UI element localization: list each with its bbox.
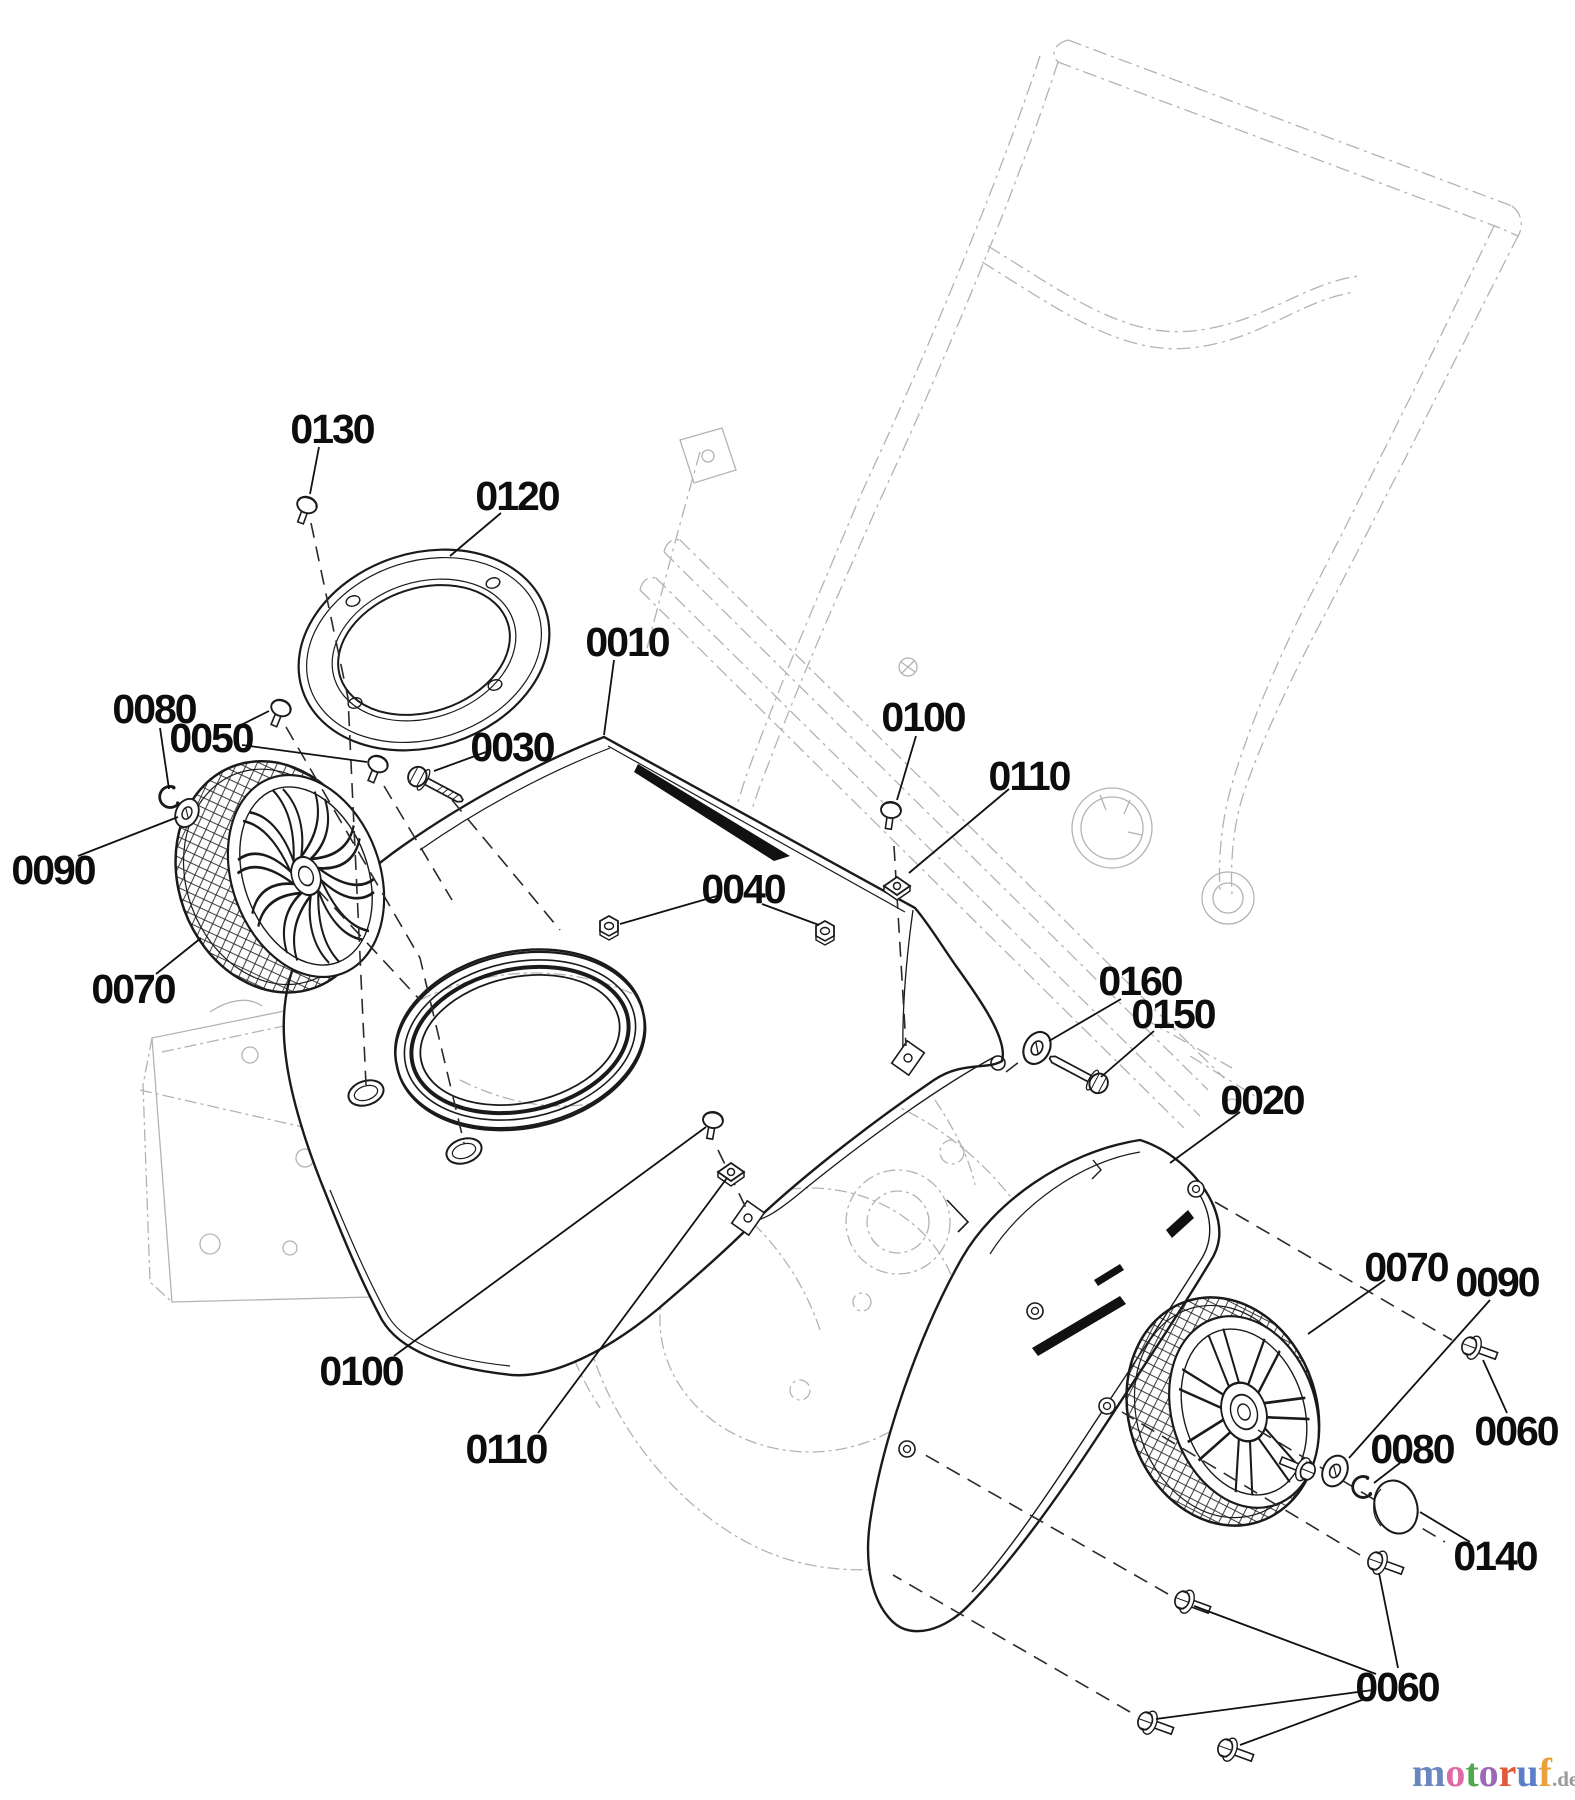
part-label-0140: 0140 bbox=[1453, 1533, 1537, 1579]
part-label-0090: 0090 bbox=[11, 847, 95, 893]
part-front-cover bbox=[282, 735, 1006, 1377]
part-label-0110: 0110 bbox=[466, 1426, 548, 1472]
part-label-0060: 0060 bbox=[1474, 1408, 1558, 1454]
leader-line-0060 bbox=[1482, 1359, 1508, 1414]
screw-0050-b bbox=[360, 751, 392, 787]
bolt-0060-c bbox=[1170, 1585, 1215, 1623]
part-label-0100: 0100 bbox=[881, 694, 965, 740]
leader-line-0040 bbox=[619, 895, 718, 925]
part-label-0080: 0080 bbox=[1370, 1426, 1454, 1472]
leader-line-0060 bbox=[1155, 1689, 1374, 1720]
bolt-0060-e bbox=[1213, 1733, 1258, 1771]
ghost-lower-tubes bbox=[639, 538, 1259, 1129]
part-label-0060: 0060 bbox=[1355, 1664, 1439, 1710]
hardware bbox=[155, 493, 1502, 1771]
leader-line-0080 bbox=[1373, 1462, 1401, 1484]
bolt-0060-d bbox=[1133, 1706, 1178, 1744]
ghost-handle-knob bbox=[679, 427, 1255, 925]
part-label-0080: 0080 bbox=[112, 686, 196, 732]
part-label-0090: 0090 bbox=[1455, 1259, 1539, 1305]
leader-line-0030 bbox=[433, 751, 487, 772]
part-label-0110: 0110 bbox=[989, 753, 1071, 799]
e-clip-0080-right bbox=[1349, 1473, 1374, 1501]
part-label-0160: 0160 bbox=[1098, 958, 1182, 1004]
bolt-0030 bbox=[407, 765, 464, 803]
leader-line-0110 bbox=[908, 788, 1010, 874]
part-label-0150: 0150 bbox=[1131, 991, 1215, 1037]
leader-line-0060 bbox=[1378, 1572, 1399, 1669]
leader-line-0070 bbox=[1307, 1279, 1386, 1335]
leader-line-0120 bbox=[449, 512, 502, 557]
leader-line-0020 bbox=[1169, 1111, 1241, 1164]
leader-line-0060 bbox=[1239, 1696, 1371, 1746]
leader-line-0070 bbox=[155, 937, 202, 975]
part-wheel-left bbox=[174, 759, 386, 994]
hub-cap-0140 bbox=[1373, 1479, 1419, 1535]
part-wheel-right bbox=[1125, 1296, 1321, 1527]
part-label-0120: 0120 bbox=[475, 473, 559, 519]
ghost-reference-parts bbox=[139, 39, 1523, 1571]
washer-0160 bbox=[1016, 1026, 1058, 1070]
leader-line-0060 bbox=[1193, 1605, 1377, 1675]
assembly-axes bbox=[285, 522, 1453, 1713]
leader-line-0090 bbox=[77, 816, 179, 857]
washer-0090-right bbox=[1316, 1450, 1354, 1492]
leader-line-0050 bbox=[241, 744, 368, 763]
part-label-0070: 0070 bbox=[1364, 1244, 1448, 1290]
leader-line-0130 bbox=[309, 446, 320, 495]
leader-line-0100 bbox=[393, 1126, 707, 1357]
part-label-0070: 0070 bbox=[91, 966, 175, 1012]
watermark-logo: motoruf.de bbox=[1412, 1750, 1575, 1795]
leader-line-0050 bbox=[238, 710, 270, 727]
bolt-0060-b bbox=[1363, 1546, 1408, 1584]
leader-line-0080 bbox=[159, 727, 170, 790]
part-label-0050: 0050 bbox=[169, 715, 253, 761]
bolt-0060-a bbox=[1457, 1331, 1502, 1369]
leader-line-0010 bbox=[603, 659, 615, 736]
part-label-0130: 0130 bbox=[290, 406, 374, 452]
leader-line-0140 bbox=[1419, 1511, 1471, 1543]
screw-0130 bbox=[290, 493, 321, 528]
hex-nut-0040-a bbox=[599, 915, 619, 941]
leader-line-0150 bbox=[1100, 1030, 1155, 1078]
part-label-0040: 0040 bbox=[701, 866, 785, 912]
bolt-0150 bbox=[1048, 1055, 1109, 1095]
leader-line-0040 bbox=[761, 903, 820, 926]
leader-line-0100 bbox=[896, 735, 917, 801]
part-label-0010: 0010 bbox=[585, 619, 669, 665]
part-label-0030: 0030 bbox=[470, 724, 554, 770]
leader-line-0110 bbox=[537, 1177, 728, 1434]
part-label-0020: 0020 bbox=[1220, 1077, 1304, 1123]
part-retainer-ring bbox=[297, 548, 551, 752]
screw-0050-a bbox=[263, 695, 295, 731]
screw-0100-top bbox=[877, 799, 903, 832]
part-label-0100: 0100 bbox=[319, 1348, 403, 1394]
ghost-handlebar bbox=[643, 39, 1523, 895]
leader-line-0090 bbox=[1348, 1299, 1491, 1459]
leader-line-0160 bbox=[1048, 998, 1122, 1042]
